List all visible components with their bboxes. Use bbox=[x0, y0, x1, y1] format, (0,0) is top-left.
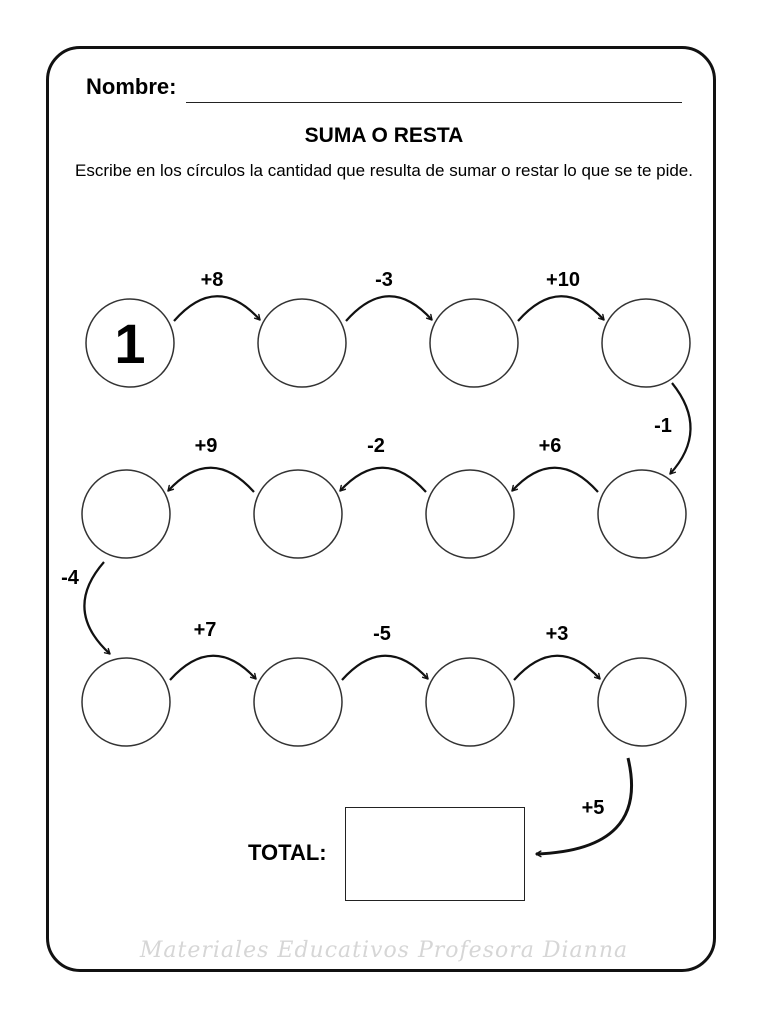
operation-label-9: +7 bbox=[194, 619, 217, 641]
answer-circle-5[interactable] bbox=[597, 469, 687, 559]
operation-label-5: +6 bbox=[539, 435, 562, 457]
answer-circle-11[interactable] bbox=[425, 657, 515, 747]
operation-label-4: -1 bbox=[654, 415, 672, 437]
answer-circle-2[interactable] bbox=[257, 298, 347, 388]
answer-circle-1 bbox=[85, 298, 175, 388]
arrow-9 bbox=[169, 654, 257, 681]
answer-circle-12[interactable] bbox=[597, 657, 687, 747]
arrow-3 bbox=[517, 295, 605, 322]
operation-label-1: +8 bbox=[201, 269, 224, 291]
arrow-4 bbox=[669, 382, 692, 475]
operation-label-2: -3 bbox=[375, 269, 393, 291]
operation-label-3: +10 bbox=[546, 269, 580, 291]
arrow-1 bbox=[173, 295, 261, 322]
worksheet-frame bbox=[46, 46, 716, 972]
instructions: Escribe en los círculos la cantidad que … bbox=[74, 161, 693, 180]
arrow-12 bbox=[535, 757, 634, 858]
answer-circle-7[interactable] bbox=[253, 469, 343, 559]
name-label: Nombre: bbox=[86, 74, 177, 99]
total-answer-box[interactable] bbox=[345, 807, 525, 901]
total-label: TOTAL: bbox=[248, 840, 327, 865]
watermark: Materiales Educativos Profesora Dianna bbox=[139, 938, 629, 963]
operation-label-7: +9 bbox=[195, 435, 218, 457]
operation-label-8: -4 bbox=[61, 567, 80, 589]
arrow-2 bbox=[345, 295, 433, 322]
arrow-8 bbox=[83, 561, 111, 655]
name-field[interactable] bbox=[186, 102, 682, 103]
start-value: 1 bbox=[114, 312, 145, 375]
arrow-7 bbox=[167, 466, 255, 493]
page-title: SUMA O RESTA bbox=[304, 124, 464, 147]
arrow-10 bbox=[341, 654, 429, 681]
arrow-6 bbox=[339, 466, 427, 493]
operation-label-10: -5 bbox=[373, 623, 391, 645]
answer-circle-4[interactable] bbox=[601, 298, 691, 388]
answer-circle-10[interactable] bbox=[253, 657, 343, 747]
arrow-5 bbox=[511, 466, 599, 493]
answer-circle-8[interactable] bbox=[81, 469, 171, 559]
arrow-11 bbox=[513, 654, 601, 681]
answer-circle-6[interactable] bbox=[425, 469, 515, 559]
answer-circle-9[interactable] bbox=[81, 657, 171, 747]
answer-circle-3[interactable] bbox=[429, 298, 519, 388]
operation-label-6: -2 bbox=[367, 435, 385, 457]
operation-label-12: +5 bbox=[582, 797, 605, 819]
operation-label-11: +3 bbox=[546, 623, 569, 645]
